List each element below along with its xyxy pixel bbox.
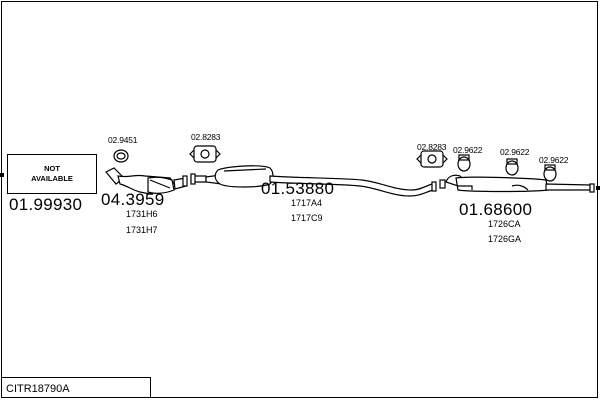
part-code-2b: 1731H7 <box>126 225 158 235</box>
rubber-hanger-icon <box>505 158 519 176</box>
mounting-rubber-icon <box>189 145 221 163</box>
rubber-hanger-icon <box>457 154 471 172</box>
catalytic-converter-icon <box>105 167 188 195</box>
part-code-4b: 1726GA <box>488 234 522 244</box>
rear-silencer-icon <box>439 174 595 193</box>
edge-marker <box>0 173 4 177</box>
edge-marker <box>596 186 600 190</box>
mounting-rubber-icon <box>416 150 448 168</box>
diagram-reference-box: CITR18790A <box>1 377 151 398</box>
diagram-reference: CITR18790A <box>6 383 70 395</box>
part-code-4a: 1726CA <box>488 219 521 229</box>
part-code-2a: 1731H6 <box>126 209 158 219</box>
not-available-line2: AVAILABLE <box>31 174 73 183</box>
clamp-ring-icon <box>113 149 129 163</box>
accessory-number-5: 02.9622 <box>500 147 530 157</box>
not-available-line1: NOT <box>44 164 60 173</box>
accessory-number-4: 02.9622 <box>453 145 483 155</box>
accessory-number-2: 02.8283 <box>191 132 221 142</box>
part-code-3a: 1717A4 <box>291 198 323 208</box>
part-number-4: 01.68600 <box>459 200 533 219</box>
part-number-3: 01.53880 <box>261 179 335 198</box>
part-number-2: 04.3959 <box>101 190 165 209</box>
not-available-box: NOT AVAILABLE <box>7 154 97 194</box>
part-code-3b: 1717C9 <box>291 213 323 223</box>
part-number-1: 01.99930 <box>9 195 83 214</box>
accessory-number-6: 02.9622 <box>539 155 569 165</box>
accessory-number-1: 02.9451 <box>108 135 138 145</box>
rubber-hanger-icon <box>543 164 557 182</box>
middle-silencer-icon <box>190 165 437 197</box>
accessory-number-3: 02.8283 <box>417 142 447 152</box>
